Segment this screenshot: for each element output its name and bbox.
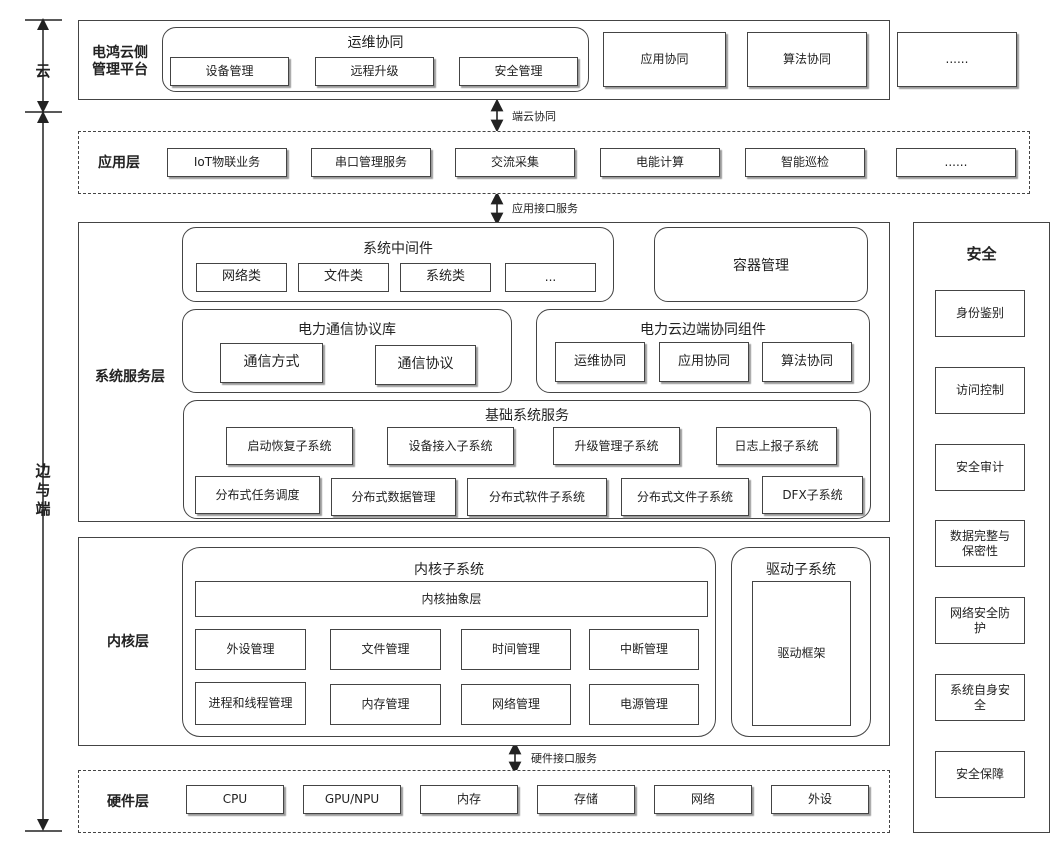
hw-peripheral: 外设 <box>771 785 869 814</box>
comm-method-box: 通信方式 <box>220 343 323 383</box>
sec-identity-auth: 身份鉴别 <box>935 290 1025 337</box>
file-mgmt-box: 文件管理 <box>330 629 441 670</box>
dist-task-box: 分布式任务调度 <box>195 476 320 514</box>
hardware-layer-label: 硬件层 <box>107 793 149 810</box>
mw-system: 系统类 <box>400 263 491 292</box>
log-report-box: 日志上报子系统 <box>716 427 837 465</box>
collab-app-box: 应用协同 <box>659 342 749 382</box>
device-mgmt-box: 设备管理 <box>170 57 289 86</box>
sec-assurance: 安全保障 <box>935 751 1025 798</box>
basic-service-title: 基础系统服务 <box>485 408 569 424</box>
memory-mgmt-box: 内存管理 <box>330 684 441 725</box>
hw-storage: 存储 <box>537 785 635 814</box>
container-mgmt-box: 容器管理 <box>654 227 868 302</box>
algo-collab-box: 算法协同 <box>747 32 867 87</box>
app-layer-label: 应用层 <box>98 154 140 171</box>
sec-access-control: 访问控制 <box>935 367 1025 414</box>
interrupt-mgmt-box: 中断管理 <box>589 629 699 670</box>
app-collab-box: 应用协同 <box>603 32 726 87</box>
remote-upgrade-box: 远程升级 <box>315 57 434 86</box>
hw-memory: 内存 <box>420 785 518 814</box>
kernel-subsystem-title: 内核子系统 <box>414 562 484 578</box>
cloud-platform-label: 电鸿云侧 管理平台 <box>92 45 148 78</box>
network-mgmt-box: 网络管理 <box>461 684 571 725</box>
app-item-iot: IoT物联业务 <box>167 148 287 177</box>
boot-recovery-box: 启动恢复子系统 <box>226 427 353 465</box>
app-item-inspection: 智能巡检 <box>745 148 865 177</box>
hw-gpu-npu: GPU/NPU <box>303 785 401 814</box>
cloud-axis-label: 云 <box>35 62 51 80</box>
cloud-more-box: ...... <box>897 32 1017 87</box>
hw-network: 网络 <box>654 785 752 814</box>
power-mgmt-box: 电源管理 <box>589 684 699 725</box>
sec-audit: 安全审计 <box>935 444 1025 491</box>
edge-cloud-label: 端云协同 <box>512 110 556 123</box>
middleware-title: 系统中间件 <box>363 241 433 257</box>
hw-if-label: 硬件接口服务 <box>531 752 597 765</box>
driver-framework-box: 驱动框架 <box>752 581 851 726</box>
time-mgmt-box: 时间管理 <box>461 629 571 670</box>
dfx-box: DFX子系统 <box>762 476 863 514</box>
mw-network: 网络类 <box>196 263 287 292</box>
kernel-abstraction-layer: 内核抽象层 <box>195 581 708 617</box>
app-item-serial: 串口管理服务 <box>311 148 431 177</box>
peripheral-mgmt-box: 外设管理 <box>195 629 306 670</box>
app-item-ac: 交流采集 <box>455 148 575 177</box>
driver-subsystem-title: 驱动子系统 <box>766 562 836 578</box>
security-title: 安全 <box>966 245 997 263</box>
ops-collab-title: 运维协同 <box>347 35 404 51</box>
collab-ops-box: 运维协同 <box>555 342 645 382</box>
security-mgmt-box: 安全管理 <box>459 57 578 86</box>
process-thread-mgmt-box: 进程和线程管理 <box>195 682 306 725</box>
mw-more: ... <box>505 263 596 292</box>
collab-component-title: 电力云边端协同组件 <box>640 322 766 338</box>
dist-data-box: 分布式数据管理 <box>331 478 456 516</box>
sec-system-self: 系统自身安 全 <box>935 674 1025 721</box>
mw-file: 文件类 <box>298 263 389 292</box>
device-access-box: 设备接入子系统 <box>387 427 514 465</box>
collab-algo-box: 算法协同 <box>762 342 852 382</box>
hw-cpu: CPU <box>186 785 284 814</box>
protocol-lib-title: 电力通信协议库 <box>298 322 396 338</box>
upgrade-mgmt-box: 升级管理子系统 <box>553 427 680 465</box>
dist-file-box: 分布式文件子系统 <box>621 478 749 516</box>
kernel-layer-label: 内核层 <box>107 633 149 650</box>
app-item-more: ...... <box>896 148 1016 177</box>
edge-axis-label: 边 与 端 <box>35 462 51 518</box>
dist-software-box: 分布式软件子系统 <box>467 478 607 516</box>
app-item-energy: 电能计算 <box>600 148 720 177</box>
app-if-label: 应用接口服务 <box>512 202 578 215</box>
sec-network-protection: 网络安全防 护 <box>935 597 1025 644</box>
sec-data-integrity: 数据完整与 保密性 <box>935 520 1025 567</box>
comm-protocol-box: 通信协议 <box>375 345 476 385</box>
service-layer-label: 系统服务层 <box>95 368 165 385</box>
